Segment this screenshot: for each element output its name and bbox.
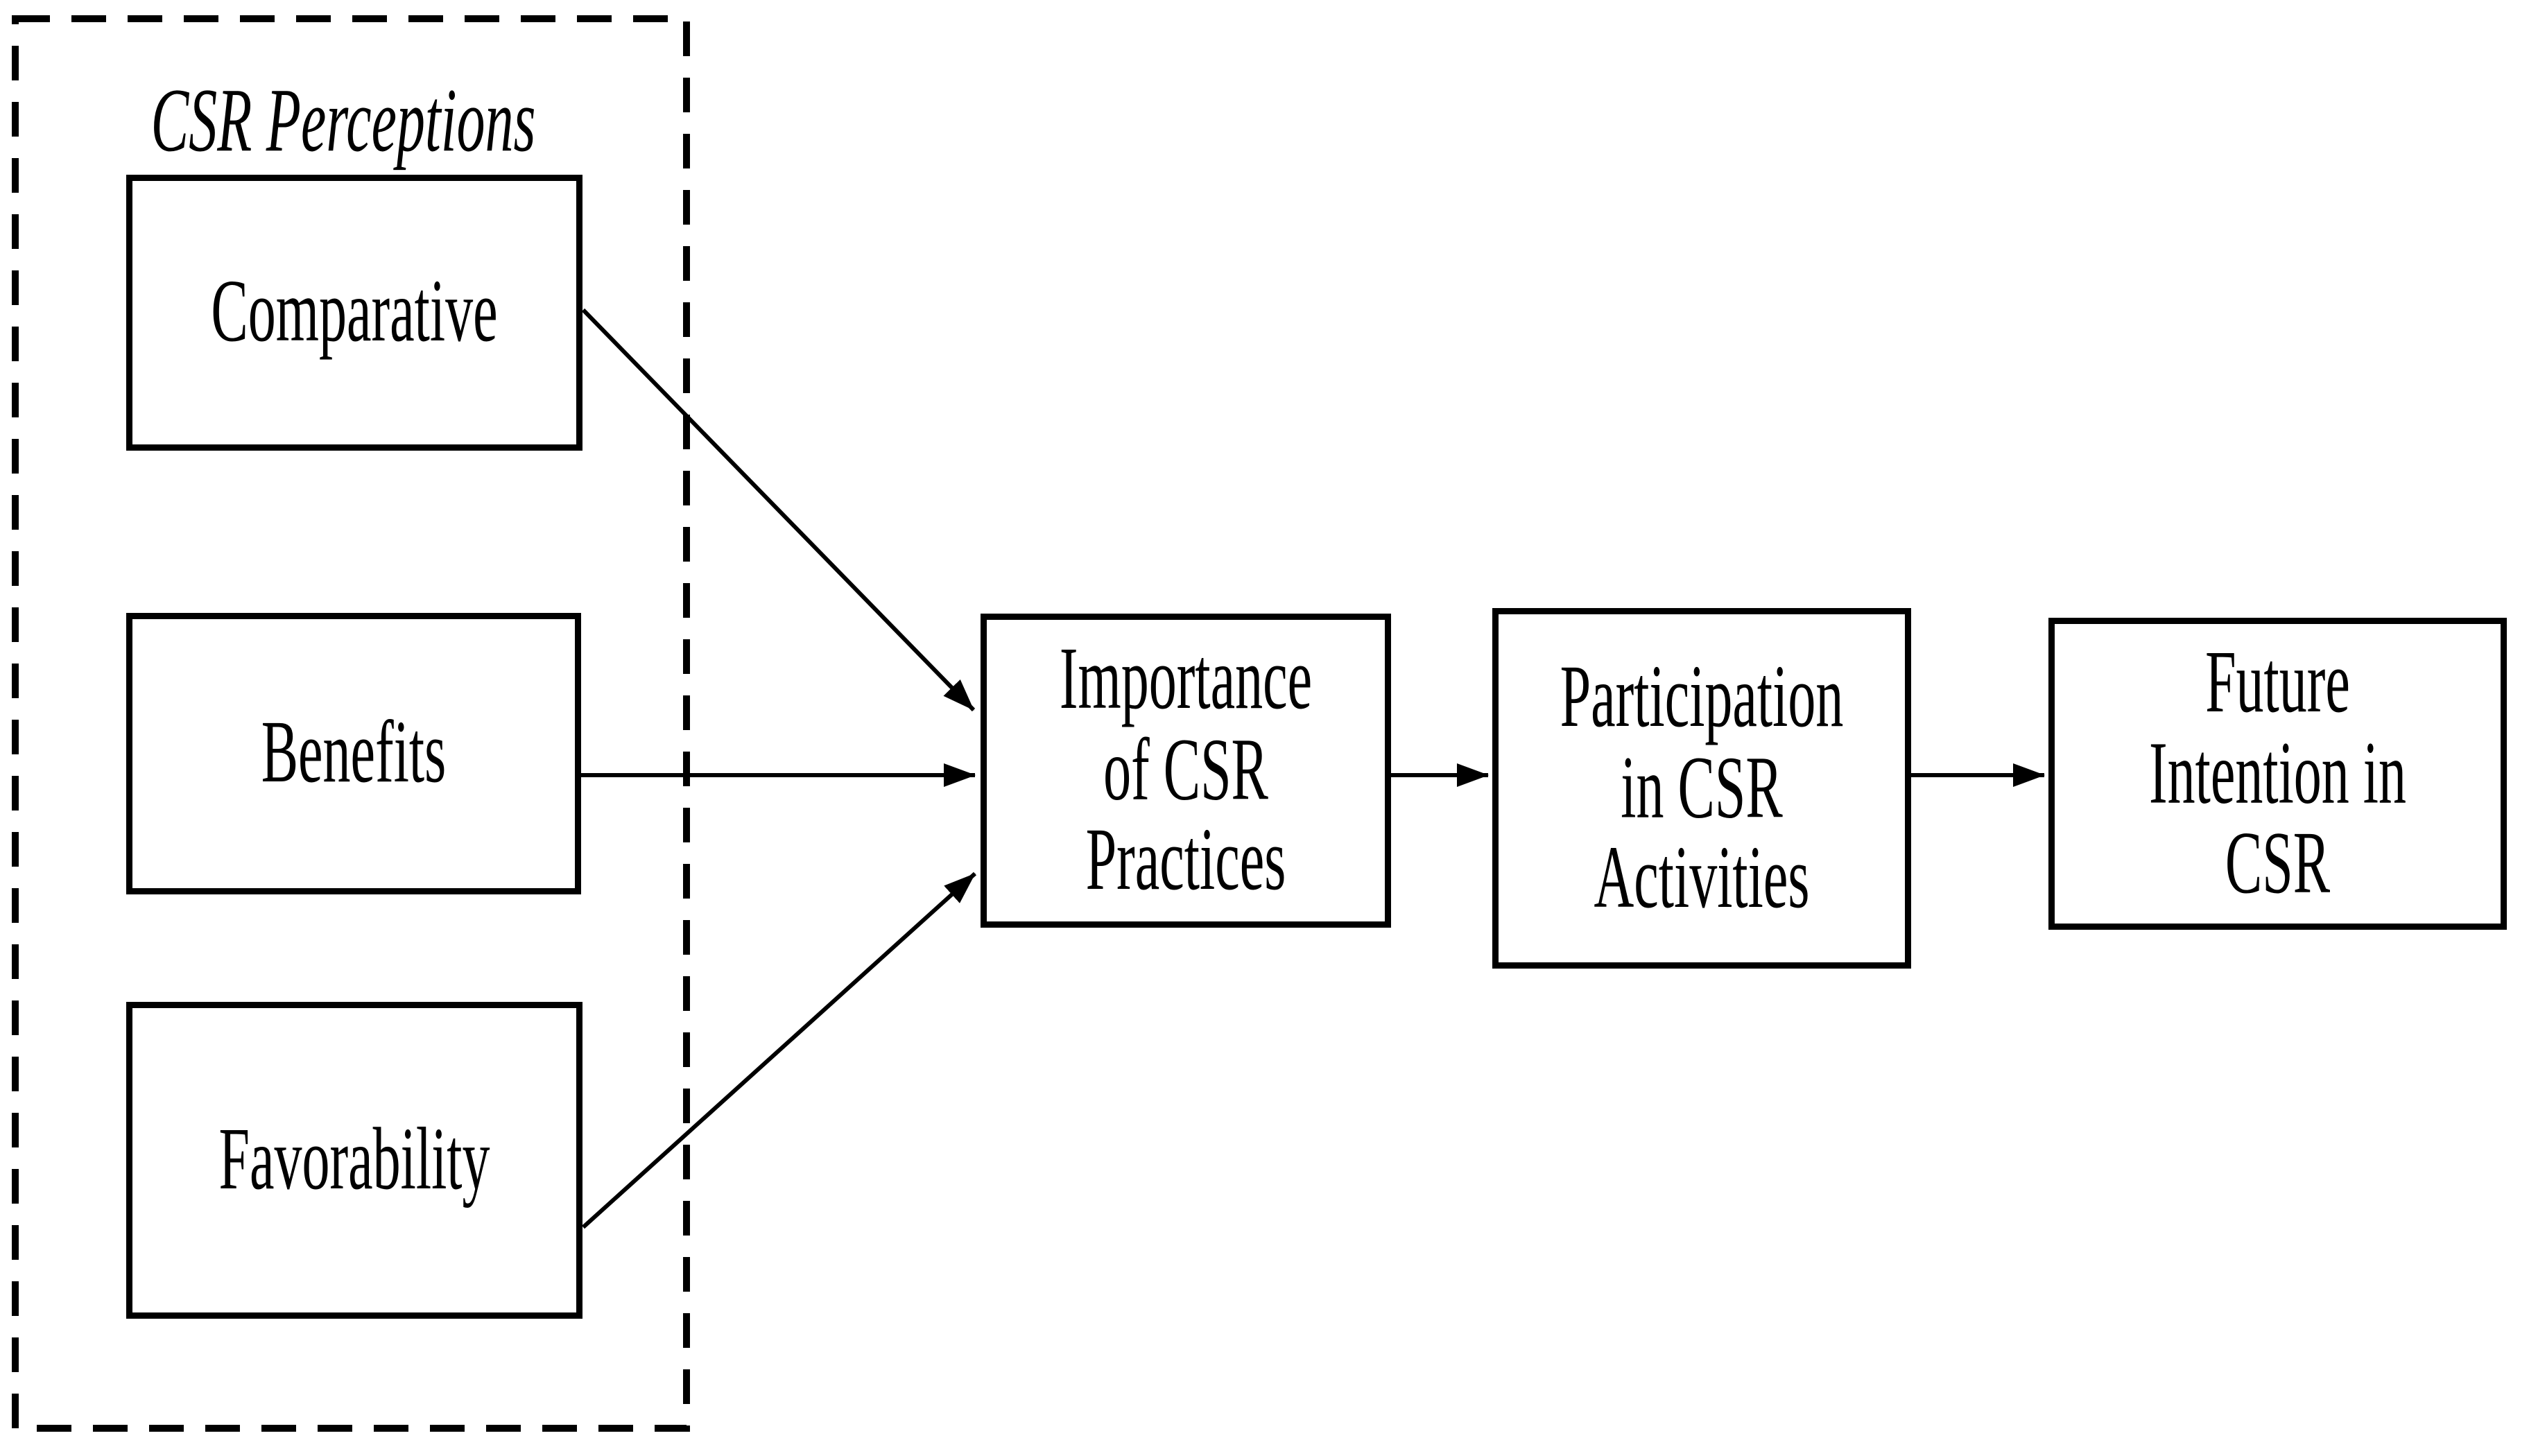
box-benefits: Benefits: [126, 613, 581, 894]
arrow-comparative-to-importance: [581, 308, 976, 712]
box-favorability-label: Favorability: [218, 1110, 490, 1208]
box-participation-in-csr-activities: Participation in CSR Activities: [1492, 608, 1911, 969]
box-importance-label: Importance of CSR Practices: [1059, 630, 1313, 910]
group-title-csr-perceptions: CSR Perceptions: [94, 69, 593, 171]
box-participation-label: Participation in CSR Activities: [1560, 652, 1844, 924]
box-future-line-2: Intention in: [2148, 724, 2407, 822]
box-comparative-label: Comparative: [211, 263, 498, 361]
box-future-intention-in-csr: Future Intention in CSR: [2048, 618, 2507, 930]
box-benefits-label: Benefits: [261, 704, 447, 802]
box-participation-line-3: Activities: [1594, 829, 1810, 927]
arrow-favorability-to-importance: [581, 872, 977, 1229]
box-participation-line-1: Participation: [1560, 648, 1844, 746]
box-future-line-3: CSR: [2225, 814, 2331, 912]
box-importance-line-1: Importance: [1059, 630, 1313, 729]
box-importance-line-2: of CSR: [1103, 720, 1268, 819]
box-comparative: Comparative: [126, 175, 582, 451]
box-favorability: Favorability: [126, 1002, 582, 1319]
csr-perceptions-group-border: [12, 15, 690, 1432]
box-importance-of-csr-practices: Importance of CSR Practices: [981, 614, 1391, 928]
box-future-label: Future Intention in CSR: [2148, 633, 2407, 912]
box-importance-line-3: Practices: [1085, 811, 1286, 910]
box-future-line-1: Future: [2205, 633, 2350, 731]
box-participation-line-2: in CSR: [1621, 738, 1783, 837]
group-title-text: CSR Perceptions: [150, 69, 536, 171]
